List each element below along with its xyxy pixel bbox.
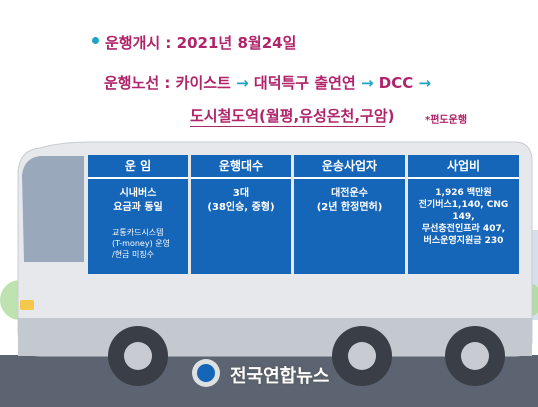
panel-text: 시내버스 — [119, 188, 157, 199]
panel-text: 3대 — [232, 188, 250, 199]
panel-text: (2년 한정면허) — [316, 202, 383, 213]
bullet-dot-icon — [92, 37, 99, 44]
start-month: 8 — [237, 34, 248, 52]
one-way-note: *편도운행 — [425, 115, 468, 126]
start-day-unit: 일 — [282, 34, 297, 52]
route-line: 운행노선 : 카이스트 → 대덕특구 출연연 → DCC → — [104, 72, 431, 93]
panel-text: 요금과 동일 — [113, 202, 163, 213]
watermark-text: 전국연합뉴스 — [230, 366, 330, 387]
panel-subtext: /현금 미징수 — [112, 250, 155, 259]
panel-text: 무선충전인프라 407, — [421, 224, 506, 234]
fare-panel: 운 임 시내버스 요금과 동일 교통카드시스템 (T-money) 운영 /현금… — [88, 155, 188, 274]
route-arrow-2: → — [360, 74, 374, 92]
route-stop-2: 대덕특구 출연연 — [253, 74, 356, 92]
route-stop-4: 도시철도역(월평,유성온천,구암) — [190, 107, 395, 125]
start-year-unit: 년 — [218, 34, 238, 52]
route-underline — [190, 126, 385, 127]
panel-text: 전기버스1,140, CNG 149, — [418, 200, 509, 222]
panel-heading: 사업비 — [408, 155, 519, 179]
panel-text: 버스운영지원금 230 — [423, 236, 504, 246]
fare-detail: 교통카드시스템 (T-money) 운영 /현금 미징수 — [88, 215, 188, 260]
route-arrow-3: → — [418, 74, 432, 92]
start-month-unit: 월 — [247, 34, 262, 52]
operator-panel: 운송사업자 대전운수 (2년 한정면허) — [294, 155, 405, 274]
panel-subtext: (T-money) 운영 — [112, 239, 170, 248]
panel-text: (38인승, 중형) — [207, 202, 275, 213]
panel-heading: 운송사업자 — [294, 155, 405, 179]
budget-panel: 사업비 1,926 백만원 전기버스1,140, CNG 149, 무선충전인프… — [408, 155, 519, 274]
panel-text: 대전운수 — [331, 188, 368, 199]
route-arrow-1: → — [236, 74, 249, 92]
route-stop-1: 카이스트 — [175, 74, 231, 92]
fleet-panel: 운행대수 3대 (38인승, 중형) — [191, 155, 291, 274]
start-label: 운행개시 : — [105, 34, 177, 52]
route-label: 운행노선 : — [104, 74, 176, 92]
panel-heading: 운행대수 — [191, 155, 291, 179]
panel-subtext: 교통카드시스템 — [112, 228, 164, 237]
start-year: 2021 — [176, 34, 219, 52]
panel-text: 1,926 백만원 — [435, 188, 492, 198]
start-day: 24 — [261, 34, 283, 52]
route-stop-3: DCC — [378, 74, 414, 92]
panel-heading: 운 임 — [88, 155, 188, 179]
start-date-line: 운행개시 : 2021년 8월24일 — [105, 32, 296, 53]
